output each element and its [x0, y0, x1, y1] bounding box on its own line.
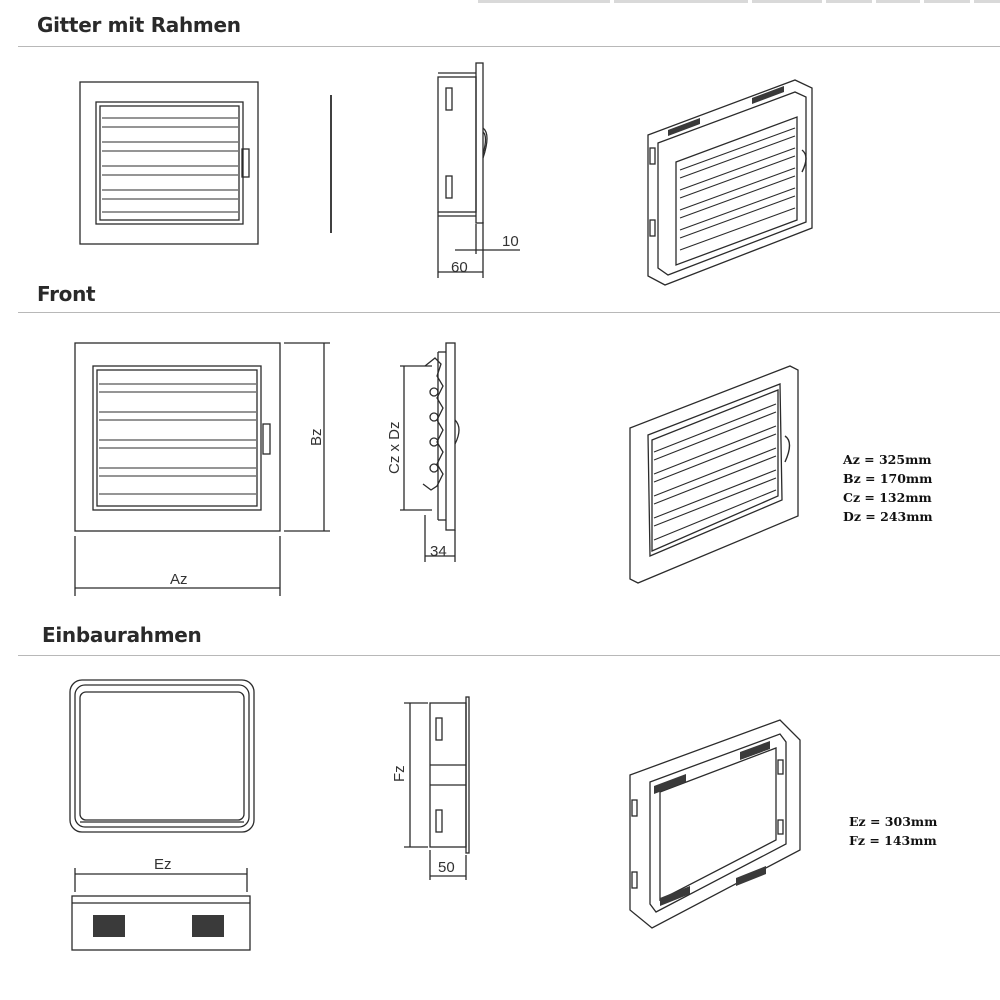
dim-label-10: 10 [502, 233, 519, 250]
section-divider-gitter [18, 46, 1000, 47]
dim-label-cz-dz: Cz x Dz [386, 422, 403, 475]
dim-label-34: 34 [430, 543, 447, 560]
header-bar-3 [752, 0, 822, 3]
einbau-front-view [69, 679, 255, 833]
spec-cz: Cz = 132mm [843, 490, 932, 505]
dim-label-ez: Ez [154, 856, 172, 873]
front-iso-view [629, 365, 799, 584]
section-title-front: Front [37, 282, 96, 306]
spec-list-front: Az = 325mm Bz = 170mm Cz = 132mm Dz = 24… [843, 450, 933, 526]
front-front-view [74, 342, 330, 596]
dim-label-fz: Fz [391, 765, 408, 782]
gitter-front-view [79, 81, 259, 245]
dim-label-60: 60 [451, 259, 468, 276]
section-title-einbau: Einbaurahmen [42, 623, 202, 647]
front-side-view [400, 342, 460, 562]
header-bar-5 [876, 0, 920, 3]
dim-label-bz: Bz [308, 428, 325, 446]
header-bar-1 [478, 0, 610, 3]
spec-az: Az = 325mm [843, 452, 932, 467]
einbau-iso-view [629, 719, 801, 929]
gitter-side-view [437, 62, 520, 278]
gitter-iso-view [647, 79, 813, 286]
section-title-gitter: Gitter mit Rahmen [37, 13, 241, 37]
header-bar-6 [924, 0, 970, 3]
einbau-bottom-view [71, 868, 251, 951]
dim-label-50: 50 [438, 859, 455, 876]
section-divider-front [18, 312, 1000, 313]
header-bar-2 [614, 0, 748, 3]
header-bar-4 [826, 0, 872, 3]
spec-bz: Bz = 170mm [843, 471, 933, 486]
dim-label-az: Az [170, 571, 188, 588]
spec-list-einbau: Ez = 303mm Fz = 143mm [849, 812, 937, 850]
header-bar-7 [974, 0, 1000, 3]
spec-ez: Ez = 303mm [849, 814, 938, 829]
section-divider-einbau [18, 655, 1000, 656]
spec-dz: Dz = 243mm [843, 509, 933, 524]
einbau-side-view [404, 696, 470, 880]
spec-fz: Fz = 143mm [849, 833, 937, 848]
